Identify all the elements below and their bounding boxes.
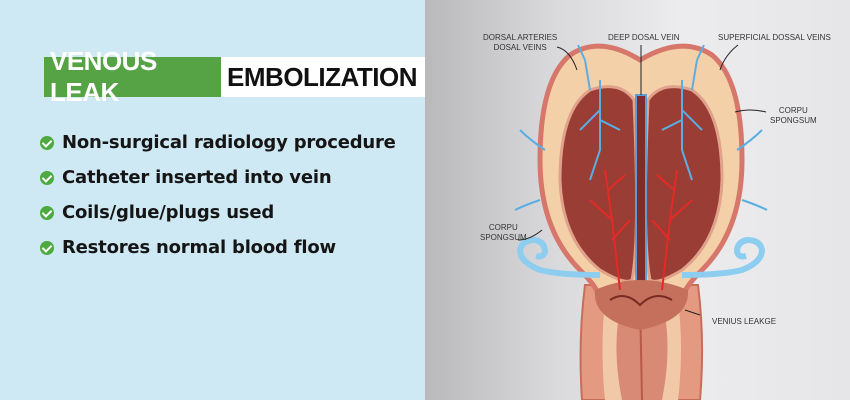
check-circle-icon	[40, 205, 54, 220]
feature-label: Coils/glue/plugs used	[62, 202, 275, 223]
label-deep-dosal-vein: DEEP DOSAL VEIN	[608, 33, 680, 42]
list-item: Coils/glue/plugs used	[40, 195, 396, 230]
label-corpu-spongsum-right: CORPU SPONGSUM	[770, 106, 817, 125]
info-panel: VENOUS LEAK EMBOLIZATION Non-surgical ra…	[0, 0, 425, 400]
check-circle-icon	[40, 240, 54, 255]
check-circle-icon	[40, 170, 54, 185]
label-venius-leakge: VENIUS LEAKGE	[712, 317, 777, 326]
feature-label: Non-surgical radiology procedure	[62, 132, 396, 153]
list-item: Non-surgical radiology procedure	[40, 125, 396, 160]
title-rest: EMBOLIZATION	[221, 57, 425, 97]
check-circle-icon	[40, 135, 54, 150]
label-corpu-spongsum-left: CORPU SPONGSUM	[480, 223, 527, 242]
feature-label: Restores normal blood flow	[62, 237, 336, 258]
page-title: VENOUS LEAK EMBOLIZATION	[44, 46, 425, 107]
label-dorsal-arteries: DORSAL ARTERIES DOSAL VEINS	[483, 33, 558, 52]
label-superficial-dossal-veins: SUPERFICIAL DOSSAL VEINS	[718, 33, 831, 42]
list-item: Catheter inserted into vein	[40, 160, 396, 195]
anatomy-diagram: DORSAL ARTERIES DOSAL VEINS DEEP DOSAL V…	[425, 0, 850, 400]
list-item: Restores normal blood flow	[40, 230, 396, 265]
title-highlight: VENOUS LEAK	[44, 46, 222, 107]
feature-label: Catheter inserted into vein	[62, 167, 332, 188]
anatomy-illustration	[514, 43, 768, 400]
feature-list: Non-surgical radiology procedure Cathete…	[40, 125, 396, 265]
